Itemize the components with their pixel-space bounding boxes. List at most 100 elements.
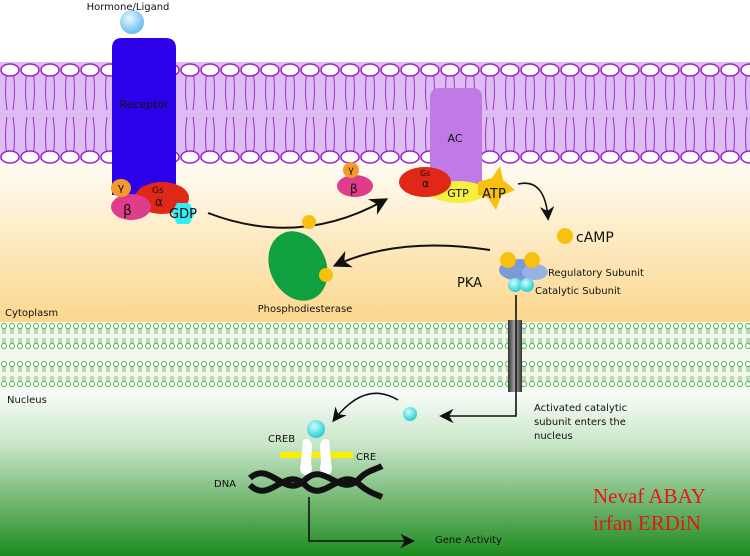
nuclear-lipid-head (705, 381, 711, 387)
nuclear-lipid-head (177, 323, 183, 329)
lipid-head (620, 63, 640, 77)
nuclear-lipid-head (585, 323, 591, 329)
nuclear-lipid-head (617, 381, 623, 387)
active-alpha-label: α (422, 177, 429, 190)
lipid-head (700, 150, 720, 164)
nuclear-lipid-head (425, 381, 431, 387)
nuclear-lipid-head (257, 343, 263, 349)
nuclear-lipid-head (529, 323, 535, 329)
nuclear-lipid-head (713, 323, 719, 329)
nuclear-lipid-head (321, 323, 327, 329)
nuclear-lipid-head (137, 361, 143, 367)
lipid-head (600, 63, 620, 77)
lipid-head (720, 150, 740, 164)
nuclear-lipid-head (1, 343, 7, 349)
nuclear-lipid-head (529, 381, 535, 387)
nuclear-lipid-head (353, 381, 359, 387)
nuclear-lipid-head (289, 323, 295, 329)
lipid-head (600, 150, 620, 164)
lipid-head (60, 63, 80, 77)
lipid-head (740, 150, 750, 164)
lipid-head (480, 63, 500, 77)
nuclear-lipid-head (329, 343, 335, 349)
nuclear-lipid-head (481, 361, 487, 367)
nuclear-lipid-head (65, 361, 71, 367)
dna-helix (247, 463, 384, 500)
nuclear-lipid-head (321, 361, 327, 367)
nuclear-lipid-head (297, 361, 303, 367)
nuclear-lipid-head (73, 381, 79, 387)
nuclear-lipid-head (57, 361, 63, 367)
nuclear-lipid-head (689, 343, 695, 349)
nuclear-lipid-head (321, 381, 327, 387)
nuclear-lipid-head (385, 343, 391, 349)
nuclear-lipid-head (361, 381, 367, 387)
lipid-head (720, 63, 740, 77)
nuclear-lipid-head (17, 361, 23, 367)
nuclear-lipid-head (689, 381, 695, 387)
lipid-head (500, 150, 520, 164)
nuclear-lipid-head (257, 323, 263, 329)
lipid-head (220, 150, 240, 164)
nuclear-lipid-head (489, 381, 495, 387)
nuclear-lipid-head (457, 381, 463, 387)
nuclear-lipid-head (105, 323, 111, 329)
lipid-head (320, 150, 340, 164)
nuclear-lipid-head (329, 381, 335, 387)
nuclear-lipid-head (489, 343, 495, 349)
nuclear-lipid-head (241, 343, 247, 349)
nuclear-lipid-head (57, 381, 63, 387)
nuclear-lipid-head (593, 323, 599, 329)
nuclear-lipid-head (265, 343, 271, 349)
nuclear-lipid-head (209, 381, 215, 387)
nuclear-lipid-head (313, 361, 319, 367)
lipid-head (300, 150, 320, 164)
nuclear-lipid-head (201, 323, 207, 329)
nuclear-lipid-head (177, 361, 183, 367)
nuclear-lipid-head (697, 361, 703, 367)
nuclear-lipid-head (89, 381, 95, 387)
nuclear-lipid-head (369, 343, 375, 349)
nuclear-lipid-head (729, 361, 735, 367)
nuclear-lipid-head (537, 323, 543, 329)
nuclear-lipid-head (401, 361, 407, 367)
nuclear-lipid-head (377, 323, 383, 329)
degradation-arrow (332, 244, 491, 268)
nuclear-lipid-head (161, 361, 167, 367)
lipid-head (200, 150, 220, 164)
nuclear-lipid-head (617, 361, 623, 367)
nuclear-lipid-head (441, 323, 447, 329)
nuclear-lipid-head (721, 361, 727, 367)
lipid-head (80, 150, 100, 164)
lipid-head (420, 63, 440, 77)
nuclear-lipid-head (177, 381, 183, 387)
lipid-head (60, 150, 80, 164)
activated-label-line3: nucleus (534, 431, 573, 442)
nuclear-lipid-head (641, 343, 647, 349)
nuclear-lipid-head (113, 323, 119, 329)
nuclear-lipid-head (433, 381, 439, 387)
nuclear-lipid-head (601, 343, 607, 349)
nuclear-lipid-head (569, 343, 575, 349)
nuclear-lipid-head (681, 323, 687, 329)
nuclear-lipid-head (481, 343, 487, 349)
nuclear-lipid-head (25, 361, 31, 367)
nuclear-lipid-head (97, 381, 103, 387)
nuclear-lipid-head (385, 323, 391, 329)
nuclear-lipid-head (633, 343, 639, 349)
nuclear-lipid-head (649, 343, 655, 349)
gdp-label: GDP (169, 207, 197, 222)
nuclear-lipid-head (65, 381, 71, 387)
phosphodiesterase (268, 231, 328, 301)
nuclear-lipid-head (97, 343, 103, 349)
nuclear-lipid-head (521, 323, 527, 329)
nuclear-lipid-head (289, 343, 295, 349)
lipid-head (40, 150, 60, 164)
nuclear-lipid-head (25, 323, 31, 329)
nuclear-lipid-head (81, 323, 87, 329)
nuclear-lipid-head (449, 323, 455, 329)
nuclear-lipid-head (145, 323, 151, 329)
nuclear-lipid-head (737, 343, 743, 349)
nuclear-lipid-head (737, 381, 743, 387)
nuclear-lipid-head (673, 381, 679, 387)
